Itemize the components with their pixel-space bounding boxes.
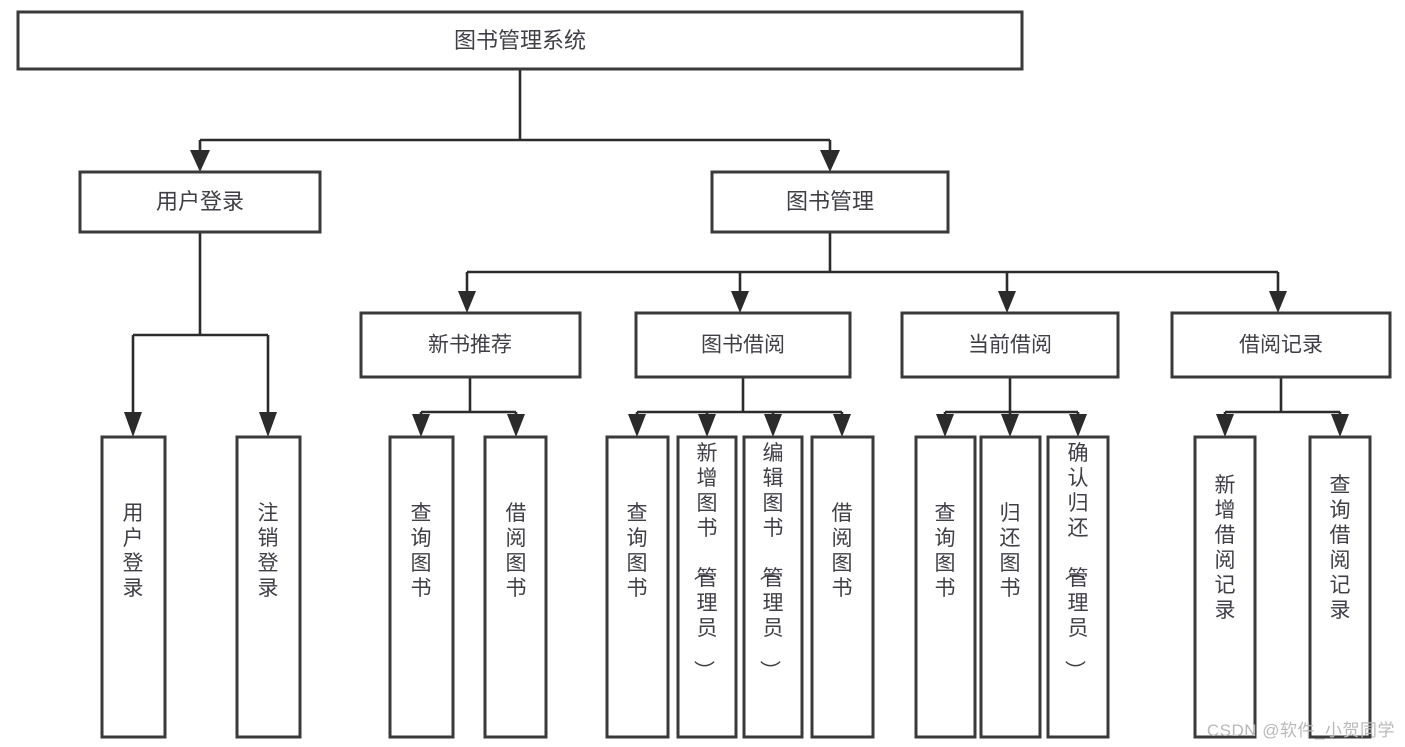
book-mgmt-label: 图书管理 [786,189,874,214]
node-leaf-add-record[interactable]: 新增借阅记录 [1193,435,1257,739]
arrow-leaf-add-record [1216,414,1234,437]
arrow-leaf-confirm-return [1069,414,1087,437]
leaf-edit-book-box[interactable] [742,435,804,739]
leaf-query-book-1-label: 查询图书 [411,502,432,600]
leaf-return-book-label: 归还图书 [1000,502,1021,600]
arrow-to-book-mgmt [820,150,840,172]
leaf-add-book-box[interactable] [676,435,738,739]
node-leaf-confirm-return[interactable]: 确认归还（管理员） [1046,435,1110,739]
leaf-query-book-3-box[interactable] [914,435,977,739]
book-borrow-box[interactable] [634,311,852,379]
node-leaf-return-book[interactable]: 归还图书 [979,435,1042,739]
leaf-add-record-label: 新增借阅记录 [1215,474,1236,622]
leaf-user-logout-label: 注销登录 [258,502,279,600]
leaf-user-login-box[interactable] [100,435,167,739]
leaf-add-record-box[interactable] [1193,435,1257,739]
node-leaf-user-login[interactable]: 用户登录 [100,435,167,739]
node-leaf-query-book-2[interactable]: 查询图书 [605,435,670,739]
arrow-leaf-query-book-1 [412,414,430,437]
arrow-leaf-user-login [124,412,142,437]
arrow-leaf-query-book-3 [936,414,954,437]
leaf-confirm-return-label: 确认归还（管理员） [1063,442,1089,681]
node-leaf-borrow-book-2[interactable]: 借阅图书 [810,435,875,739]
leaf-borrow-book-2-box[interactable] [810,435,875,739]
leaf-borrow-book-2-label: 借阅图书 [832,502,853,600]
leaf-edit-book-label: 编辑图书（管理员） [758,442,784,681]
book-borrow-label: 图书借阅 [701,334,785,357]
current-loan-box[interactable] [900,311,1120,379]
current-loan-label: 当前借阅 [968,334,1052,357]
leaf-borrow-book-1-label: 借阅图书 [506,502,527,600]
arrow-leaf-borrow-book-1 [507,414,525,437]
root-label: 图书管理系统 [454,28,586,53]
user-login-box[interactable] [78,170,322,234]
leaf-user-login-label: 用户登录 [123,502,144,600]
arrow-leaf-query-record [1331,414,1349,437]
node-leaf-borrow-book-1[interactable]: 借阅图书 [483,435,548,739]
node-book-mgmt[interactable]: 图书管理 [710,170,950,234]
arrow-to-loan-record [1269,291,1287,313]
arrow-leaf-edit-book [764,414,782,437]
node-user-login[interactable]: 用户登录 [78,170,322,234]
arrow-leaf-add-book [698,414,716,437]
connector-layer [124,69,1349,437]
leaf-user-logout-box[interactable] [235,435,302,739]
arrow-leaf-query-book-2 [628,414,646,437]
arrow-to-book-borrow [731,291,749,313]
arrow-to-new-book-rec [458,291,476,313]
arrow-leaf-user-logout [259,412,277,437]
root-box[interactable] [16,10,1024,71]
node-leaf-user-logout[interactable]: 注销登录 [235,435,302,739]
node-leaf-query-book-3[interactable]: 查询图书 [914,435,977,739]
leaf-layer: 用户登录 注销登录 查询图书 借阅图书 查询图书 新增图书（管理员） [100,435,1372,739]
arrow-to-user-login [190,150,210,172]
leaf-query-book-1-box[interactable] [388,435,455,739]
leaf-query-book-2-label: 查询图书 [627,502,648,600]
book-mgmt-box[interactable] [710,170,950,234]
node-leaf-query-book-1[interactable]: 查询图书 [388,435,455,739]
leaf-borrow-book-1-box[interactable] [483,435,548,739]
node-leaf-edit-book[interactable]: 编辑图书（管理员） [742,435,804,739]
user-login-label: 用户登录 [156,189,244,214]
new-book-rec-box[interactable] [359,311,582,379]
loan-record-label: 借阅记录 [1239,334,1323,357]
leaf-query-record-label: 查询借阅记录 [1330,474,1351,622]
node-current-loan[interactable]: 当前借阅 [900,311,1120,379]
arrow-to-current-loan [998,291,1016,313]
leaf-query-record-box[interactable] [1308,435,1372,739]
leaf-query-book-3-label: 查询图书 [935,502,956,600]
node-new-book-rec[interactable]: 新书推荐 [359,311,582,379]
node-leaf-add-book[interactable]: 新增图书（管理员） [676,435,738,739]
node-loan-record[interactable]: 借阅记录 [1170,311,1392,379]
loan-record-box[interactable] [1170,311,1392,379]
leaf-confirm-return-box[interactable] [1046,435,1110,739]
new-book-rec-label: 新书推荐 [428,334,512,357]
leaf-query-book-2-box[interactable] [605,435,670,739]
arrow-leaf-borrow-book-2 [833,414,851,437]
leaf-add-book-label: 新增图书（管理员） [692,442,718,681]
arrow-leaf-return-book [1001,414,1019,437]
node-leaf-query-record[interactable]: 查询借阅记录 [1308,435,1372,739]
node-root[interactable]: 图书管理系统 [16,10,1024,71]
leaf-return-book-box[interactable] [979,435,1042,739]
node-book-borrow[interactable]: 图书借阅 [634,311,852,379]
